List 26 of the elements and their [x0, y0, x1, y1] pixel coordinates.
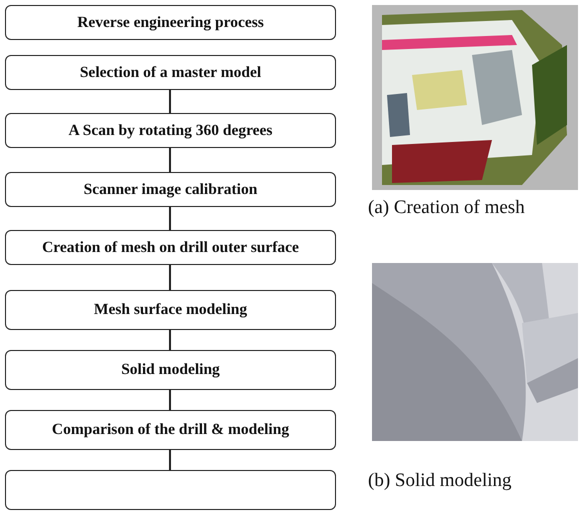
step-label: Comparison of the drill & modeling [52, 421, 290, 439]
connector-line [169, 265, 171, 290]
step-label: Reverse engineering process [77, 14, 264, 32]
process-box [5, 5, 336, 40]
figure-caption: (a) Creation of mesh [368, 197, 525, 219]
step-label: Selection of a master model [80, 64, 262, 82]
connector-line [169, 450, 171, 470]
process-box [5, 470, 336, 510]
connector-line [169, 90, 171, 113]
step-label: Creation of mesh on drill outer surface [42, 238, 299, 256]
process-box [5, 290, 336, 330]
process-box [5, 350, 336, 390]
process-box [5, 230, 336, 265]
process-box [5, 55, 336, 90]
process-box [5, 113, 336, 148]
step-label: A Scan by rotating 360 degrees [68, 122, 272, 140]
figure-caption: (b) Solid modeling [368, 470, 512, 492]
connector-line [169, 148, 171, 172]
connector-line [169, 207, 171, 230]
connector-line [169, 390, 171, 410]
process-box [5, 172, 336, 207]
connector-line [169, 330, 171, 350]
step-label: Scanner image calibration [84, 180, 258, 198]
process-box [5, 410, 336, 450]
step-label: Solid modeling [121, 361, 220, 379]
step-label: Mesh surface modeling [94, 301, 248, 319]
